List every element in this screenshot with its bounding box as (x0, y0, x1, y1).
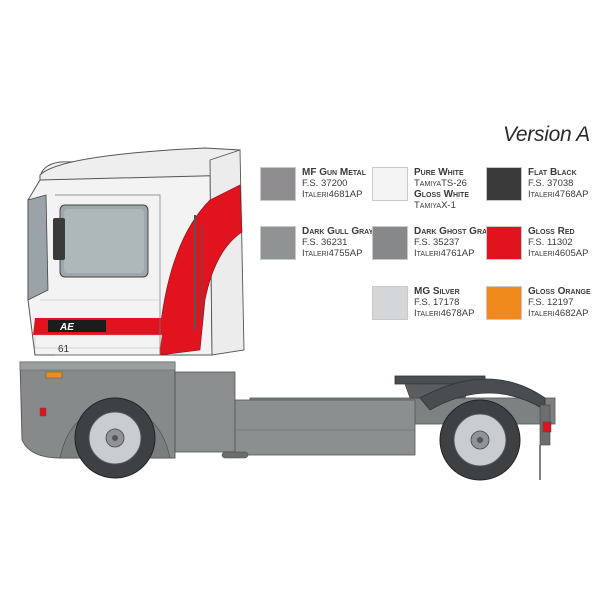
color-chip (486, 286, 522, 320)
color-chip (372, 226, 408, 260)
color-chip (372, 167, 408, 201)
color-name: Gloss Orange (528, 286, 591, 297)
color-code: Italeri4755AP (302, 248, 363, 259)
color-code: Italeri4678AP (414, 308, 475, 319)
color-code: F.S. 11302 (528, 237, 573, 248)
color-code: F.S. 36231 (302, 237, 348, 248)
roof-spoiler (39, 147, 241, 181)
ae-logo-badge (48, 320, 106, 332)
color-name: Dark Ghost Gray (414, 226, 492, 237)
color-chip (260, 226, 296, 260)
color-name: MF Gun Metal (302, 167, 366, 178)
color-code: TamiyaX-1 (414, 200, 456, 211)
color-name: Dark Gull Gray (302, 226, 374, 237)
ae-logo-text: AE (59, 322, 74, 333)
rear-wheel (439, 399, 521, 481)
color-name: Gloss Red (528, 226, 575, 237)
side-box (234, 399, 416, 456)
color-name: Flat Black (528, 167, 577, 178)
windshield (27, 194, 49, 301)
color-code: Italeri4761AP (414, 248, 475, 259)
color-chip (372, 286, 408, 320)
color-code: Italeri4605AP (528, 248, 589, 259)
color-code: TamiyaTS-26 (414, 178, 467, 189)
version-title: Version A (503, 123, 590, 146)
color-code: F.S. 17178 (414, 297, 460, 308)
color-code: F.S. 37038 (528, 178, 574, 189)
color-code: F.S. 35237 (414, 237, 460, 248)
red-stripe (159, 184, 243, 356)
color-code: Italeri4681AP (302, 189, 363, 200)
front-wheel (74, 397, 156, 479)
color-code: F.S. 12197 (528, 297, 574, 308)
color-name: MG Silver (414, 286, 460, 297)
color-chip (486, 167, 522, 201)
color-code: Gloss White (414, 189, 469, 200)
color-chip (260, 167, 296, 201)
side-mirror (53, 218, 65, 260)
fuel-tank (174, 371, 236, 453)
truck-number: 61 (58, 344, 70, 355)
color-code: Italeri4682AP (528, 308, 589, 319)
color-chip (486, 226, 522, 260)
color-code: Italeri4768AP (528, 189, 589, 200)
color-code: F.S. 37200 (302, 178, 348, 189)
color-name: Pure White (414, 167, 464, 178)
